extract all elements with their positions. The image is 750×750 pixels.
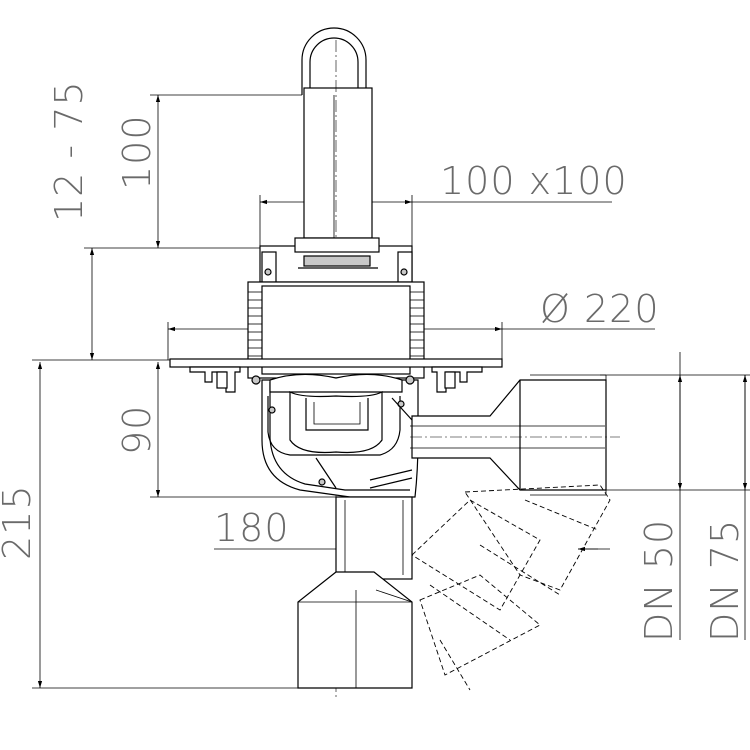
grate-frame <box>259 237 413 283</box>
dimension-labels: 12 - 75 100 100 x100 Ø 220 90 215 180 DN… <box>0 80 747 642</box>
dim-height-adjust: 12 - 75 <box>47 80 91 222</box>
dim-grate-size: 100 x100 <box>440 159 628 203</box>
flange <box>169 358 503 393</box>
dim-body-depth: 90 <box>115 405 159 455</box>
horizontal-outlet <box>369 374 620 496</box>
dim-outlet-dn-small: DN 50 <box>637 519 681 642</box>
dim-outlet-dn-large: DN 75 <box>703 519 747 642</box>
dim-outlet-offset: 180 <box>214 506 290 550</box>
riser-ribs-left <box>248 291 262 357</box>
riser-ribs-right <box>410 291 424 357</box>
angled-outlet-alternative <box>411 484 611 691</box>
dim-pipe-height: 100 <box>115 114 159 190</box>
dim-flange-diameter: Ø 220 <box>540 287 660 331</box>
vertical-outlet <box>297 496 413 689</box>
dim-total-height: 215 <box>0 484 39 560</box>
drain-body <box>251 373 419 498</box>
